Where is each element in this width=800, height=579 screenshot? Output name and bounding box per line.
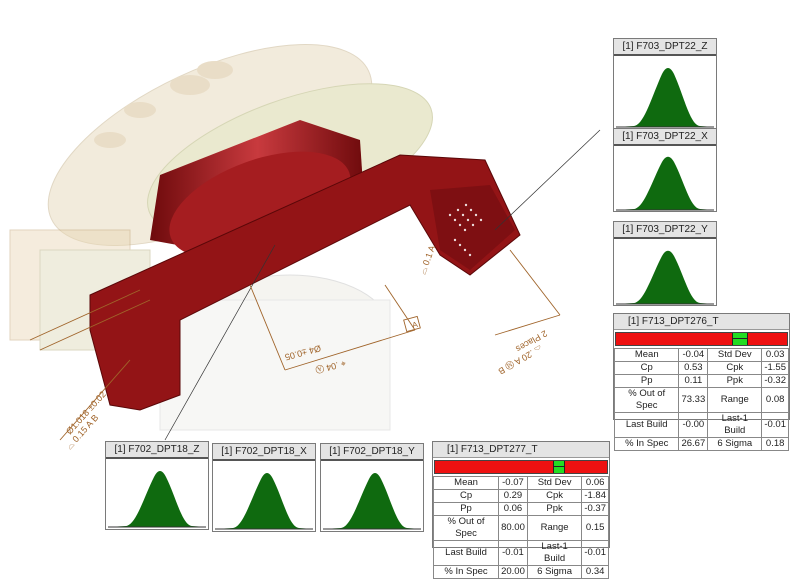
table-cell: -0.00 xyxy=(678,412,709,438)
histogram-title: [1] F703_DPT22_X xyxy=(614,129,716,146)
table-cell: % Out of Spec xyxy=(432,515,500,541)
table-cell: Last Build xyxy=(432,540,500,566)
table-cell: -0.01 xyxy=(498,540,528,566)
stats-title: [1] F713_DPT276_T xyxy=(614,314,789,330)
normal-distribution-curve xyxy=(616,156,714,211)
table-cell: -1.55 xyxy=(761,361,789,375)
table-cell: 0.34 xyxy=(581,565,609,579)
table-cell: Last-1 Build xyxy=(526,540,583,566)
table-cell: Pp xyxy=(432,502,500,516)
table-cell: % In Spec xyxy=(613,437,680,451)
histogram-title: [1] F703_DPT22_Z xyxy=(614,39,716,56)
histogram-panel-f702-dpt18-x[interactable]: [1] F702_DPT18_X xyxy=(212,443,316,532)
table-cell: -0.04 xyxy=(678,348,709,362)
table-cell: 0.29 xyxy=(498,489,528,503)
table-cell: Pp xyxy=(613,374,680,388)
table-cell: Cpk xyxy=(707,361,763,375)
table-cell: Range xyxy=(707,387,763,413)
table-cell: 0.15 xyxy=(581,515,609,541)
histogram-panel-f703-dpt22-z[interactable]: [1] F703_DPT22_Z xyxy=(613,38,717,130)
table-cell: -0.01 xyxy=(761,412,789,438)
table-cell: % Out of Spec xyxy=(613,387,680,413)
table-cell: % In Spec xyxy=(432,565,500,579)
histogram-title: [1] F702_DPT18_X xyxy=(213,444,315,461)
histogram-panel-f703-dpt22-x[interactable]: [1] F703_DPT22_X xyxy=(613,128,717,212)
process-indicator xyxy=(732,333,748,345)
table-cell: 0.06 xyxy=(581,476,609,490)
spec-range-bar xyxy=(434,460,608,474)
table-cell: -0.32 xyxy=(761,374,789,388)
normal-distribution-curve xyxy=(108,471,206,528)
normal-distribution-curve xyxy=(616,250,714,305)
table-cell: -0.37 xyxy=(581,502,609,516)
table-cell: 6 Sigma xyxy=(526,565,583,579)
table-cell: Ppk xyxy=(707,374,763,388)
table-cell: 0.11 xyxy=(678,374,709,388)
table-cell: -0.07 xyxy=(498,476,528,490)
table-cell: 0.08 xyxy=(761,387,789,413)
histogram-panel-f702-dpt18-y[interactable]: [1] F702_DPT18_Y xyxy=(320,443,424,532)
normal-distribution-curve xyxy=(323,473,421,530)
table-cell: 6 Sigma xyxy=(707,437,763,451)
table-cell: Last-1 Build xyxy=(707,412,763,438)
leader-lines xyxy=(164,129,601,441)
process-indicator xyxy=(553,461,565,473)
table-cell: Mean xyxy=(613,348,680,362)
histogram-title: [1] F702_DPT18_Z xyxy=(106,442,208,459)
histogram-panel-f703-dpt22-y[interactable]: [1] F703_DPT22_Y xyxy=(613,221,717,306)
table-cell: Std Dev xyxy=(707,348,763,362)
red-housing-part[interactable] xyxy=(89,120,521,411)
histogram-title: [1] F702_DPT18_Y xyxy=(321,444,423,461)
table-cell: 26.67 xyxy=(678,437,709,451)
svg-text:⌓ 0.1 A: ⌓ 0.1 A xyxy=(417,244,437,276)
table-cell: Cp xyxy=(432,489,500,503)
table-cell: 0.06 xyxy=(498,502,528,516)
table-cell: Last Build xyxy=(613,412,680,438)
normal-distribution-curve xyxy=(616,68,714,128)
gdt-annotations xyxy=(29,249,561,441)
normal-distribution-curve xyxy=(215,473,313,530)
spec-range-bar xyxy=(615,332,788,346)
table-cell: 0.53 xyxy=(678,361,709,375)
3d-model-viewport[interactable]: Ø4 ±0.05 ⌖ .04 Ⓐ A 2 Places ⌓ .20 A Ⓜ B … xyxy=(0,0,610,555)
table-cell: 73.33 xyxy=(678,387,709,413)
histogram-title: [1] F703_DPT22_Y xyxy=(614,222,716,239)
histogram-panel-f702-dpt18-z[interactable]: [1] F702_DPT18_Z xyxy=(105,441,209,530)
table-cell: Cpk xyxy=(526,489,583,503)
stats-title: [1] F713_DPT277_T xyxy=(433,442,609,458)
table-cell: -1.84 xyxy=(581,489,609,503)
table-cell: Range xyxy=(526,515,583,541)
table-cell: Ppk xyxy=(526,502,583,516)
table-cell: 0.18 xyxy=(761,437,789,451)
table-cell: -0.01 xyxy=(581,540,609,566)
table-cell: 80.00 xyxy=(498,515,528,541)
table-cell: Cp xyxy=(613,361,680,375)
table-cell: Mean xyxy=(432,476,500,490)
table-cell: 0.03 xyxy=(761,348,789,362)
svg-text:A: A xyxy=(411,320,419,330)
table-cell: 20.00 xyxy=(498,565,528,579)
table-cell: Std Dev xyxy=(526,476,583,490)
